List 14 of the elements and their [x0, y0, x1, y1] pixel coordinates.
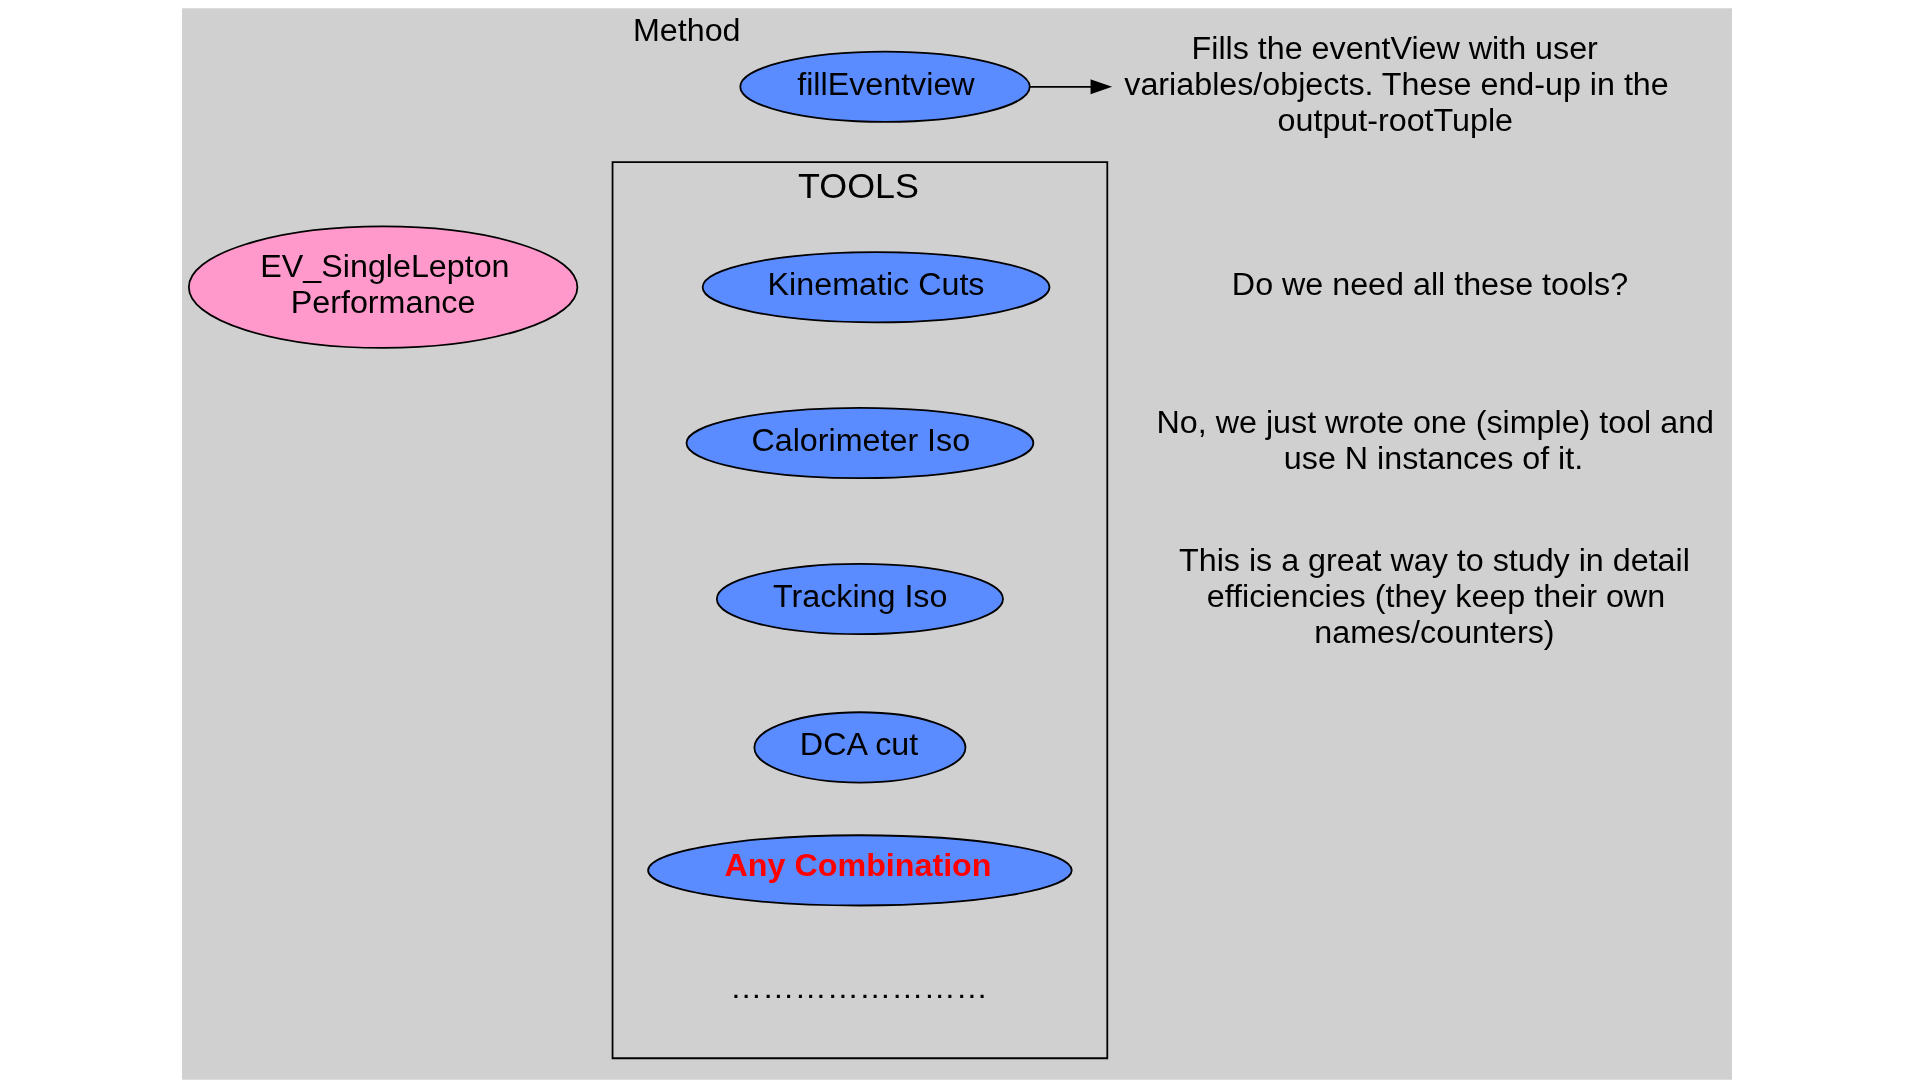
node-ellipse: Kinematic Cuts: [701, 251, 1051, 324]
node-ellipse: Calorimeter Iso: [685, 407, 1035, 480]
node-ellipse: fillEventview: [739, 50, 1031, 123]
arrow: [1028, 79, 1113, 95]
node-label: Method: [632, 12, 741, 49]
label: No, we just wrote one (simple) tool and use N instances of it.: [1156, 403, 1715, 476]
node-ellipse: EV_SingleLepton Performance: [187, 225, 579, 349]
node-ellipse: Tracking Iso: [715, 562, 1004, 635]
node-text: Fills the eventView with user variables/objects. These end-up in the output-rootTuple: [1124, 29, 1669, 138]
node-ellipse: Any Combination: [647, 834, 1073, 907]
node-ellipse: DCA cut: [753, 711, 967, 784]
label: This is a great way to study in detail efficiencies (they keep their own names/counters): [1179, 542, 1690, 650]
label: ……………………: [729, 969, 988, 1005]
label: Do we need all these tools?: [1231, 266, 1629, 303]
